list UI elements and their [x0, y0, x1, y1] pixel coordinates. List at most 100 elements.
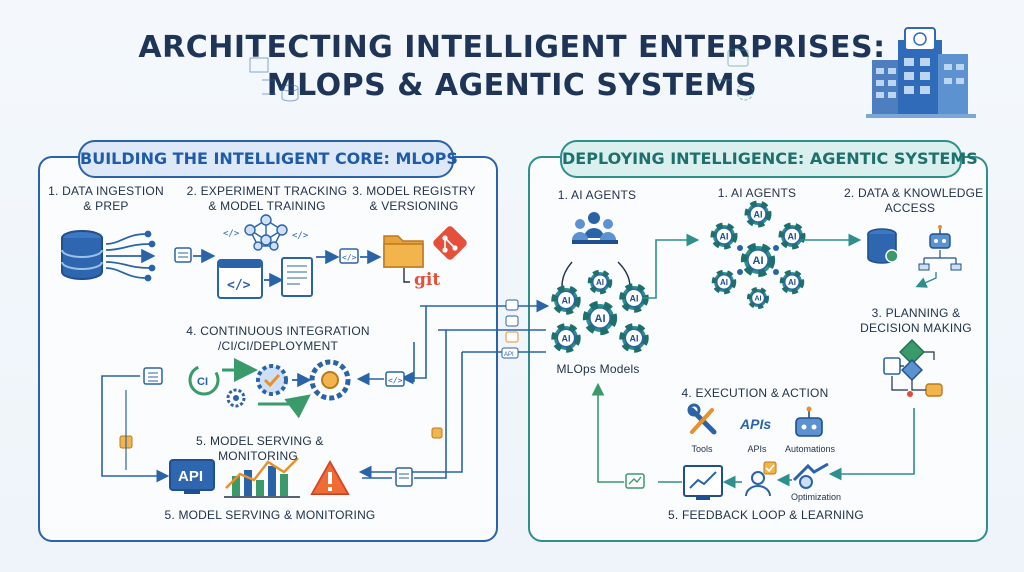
ai-gear-icon: AI — [582, 300, 618, 336]
code-tag-icon: </> — [339, 248, 359, 264]
mlops-models-label: MLOps Models — [556, 362, 640, 376]
ai-gear-icon: AI — [551, 285, 581, 315]
ai-gear-icon: AI — [587, 269, 613, 295]
neural-network-icon — [244, 214, 288, 251]
apis-label: APIs — [747, 444, 767, 454]
ci-arrow-2 — [258, 394, 311, 419]
ci-list-icon — [143, 367, 163, 385]
data-stream-lines — [105, 230, 156, 282]
monitoring-chart-icon — [224, 457, 300, 498]
ai-badge-text: AI — [754, 209, 763, 219]
node-dot — [737, 269, 743, 275]
ai-badge-text: AI — [753, 255, 764, 267]
agentic-heading: DEPLOYING INTELLIGENCE: AGENTIC SYSTEMS — [560, 140, 978, 178]
ci-code-tag-icon: </> — [385, 371, 405, 387]
step-ai-agents-left: 1. AI AGENTS — [557, 188, 637, 202]
step-data-ingestion: 1. DATA INGESTION & PREP — [48, 184, 164, 213]
git-bracket — [403, 268, 410, 283]
ai-badge-text: AI — [630, 294, 639, 304]
apis-logo: APIs — [740, 416, 772, 432]
header-gear-icon — [716, 49, 754, 101]
dashboard-monitor-icon — [683, 465, 723, 500]
step-feedback: 5. FEEDBACK LOOP & LEARNING — [668, 508, 864, 522]
registry-to-agents-lines — [358, 299, 550, 479]
user-check-icon — [745, 461, 777, 497]
step-model-serving-bottom: 5. MODEL SERVING & MONITORING — [164, 508, 376, 522]
deploy-gear-icon — [309, 359, 351, 401]
step-model-serving-top: 5. MODEL SERVING & MONITORING — [196, 434, 324, 463]
ai-badge-text: AI — [720, 278, 728, 287]
step-experiment-tracking: 2. EXPERIMENT TRACKING & MODEL TRAINING — [186, 184, 348, 213]
check-gear-icon — [256, 364, 288, 396]
svg-text:API: API — [178, 468, 203, 485]
ai-badge-text: AI — [788, 231, 797, 241]
title-line-2: MLOPS & AGENTIC SYSTEMS — [266, 68, 758, 103]
to-agents-right-arrow — [642, 233, 700, 299]
optimization-label: Optimization — [790, 492, 842, 502]
git-label: git — [414, 270, 440, 290]
svg-text:CI: CI — [197, 376, 208, 388]
knowledge-arrow — [915, 272, 937, 288]
svg-text:</>: </> — [223, 229, 240, 239]
node-dot — [773, 269, 779, 275]
decision-flow-icon — [883, 339, 943, 397]
ai-gear-icon: AI — [778, 222, 806, 250]
step-execution: 4. EXECUTION & ACTION — [681, 386, 829, 400]
ai-gear-icon: AI — [710, 222, 738, 250]
svg-text:</>: </> — [342, 253, 357, 262]
ai-badge-text: AI — [596, 278, 604, 287]
serving-doc-icon — [395, 467, 413, 487]
ai-badge-text: AI — [595, 313, 606, 325]
code-window-icon: </> — [217, 259, 263, 299]
trend-badge-icon — [625, 473, 645, 489]
node-dot — [737, 245, 743, 251]
step-ai-agents-right: 1. AI AGENTS — [717, 186, 797, 200]
serving-return-line — [414, 430, 447, 479]
ai-gear-icon: AI — [779, 269, 805, 295]
automation-robot-icon — [795, 406, 823, 437]
step-model-registry: 3. MODEL REGISTRY & VERSIONING — [352, 184, 476, 213]
tools-label: Tools — [691, 444, 713, 454]
ai-badge-text: AI — [788, 278, 796, 287]
report-doc-icon — [281, 257, 313, 297]
svg-text:</>: </> — [388, 376, 403, 385]
database-icon — [61, 230, 103, 280]
ai-gear-icon: AI — [740, 242, 776, 278]
automations-label: Automations — [784, 444, 836, 454]
ai-gear-icon: AI — [711, 269, 737, 295]
ai-gear-icon: AI — [744, 200, 772, 228]
optimization-icon — [792, 462, 829, 489]
ai-gear-cluster-left: AI AI AI AI AI AI — [551, 269, 649, 353]
mlops-heading: BUILDING THE INTELLIGENT CORE: MLOPS — [78, 140, 458, 178]
feedback-loop-arrow — [591, 382, 624, 483]
svg-text:</>: </> — [227, 278, 251, 293]
step-planning: 3. PLANNING & DECISION MAKING — [860, 306, 972, 335]
planning-to-execution-arrow — [828, 408, 915, 481]
ai-gear-icon: AI — [551, 323, 581, 353]
tools-icon — [687, 403, 717, 435]
step-continuous-integration: 4. CONTINUOUS INTEGRATION /CI/CI/DEPLOYM… — [186, 324, 370, 353]
ci-cycle-icon: CI — [188, 364, 220, 396]
ai-gear-icon: AI — [619, 323, 649, 353]
svg-text:API: API — [504, 352, 514, 358]
ai-badge-text: AI — [720, 231, 729, 241]
document-icon — [174, 247, 192, 263]
step-data-knowledge: 2. DATA & KNOWLEDGE ACCESS — [844, 186, 984, 215]
warning-icon — [310, 459, 350, 495]
ai-badge-text: AI — [630, 334, 639, 344]
serving-loop-line — [101, 375, 170, 483]
small-gear-icon — [226, 388, 246, 408]
ai-badge-text: AI — [562, 296, 571, 306]
ai-gear-icon: AI — [746, 286, 770, 310]
git-logo-icon — [433, 226, 467, 260]
header-data-icon — [249, 57, 299, 102]
folder-icon — [383, 235, 424, 268]
svg-text:</>: </> — [292, 231, 309, 241]
knowledge-db-icon — [867, 228, 899, 264]
title-line-1: ARCHITECTING INTELLIGENT ENTERPRISES: — [138, 30, 886, 65]
agent-team-icon — [572, 212, 618, 244]
node-dot — [773, 245, 779, 251]
api-monitor-icon: API — [169, 459, 215, 494]
ai-badge-text: AI — [562, 334, 571, 344]
